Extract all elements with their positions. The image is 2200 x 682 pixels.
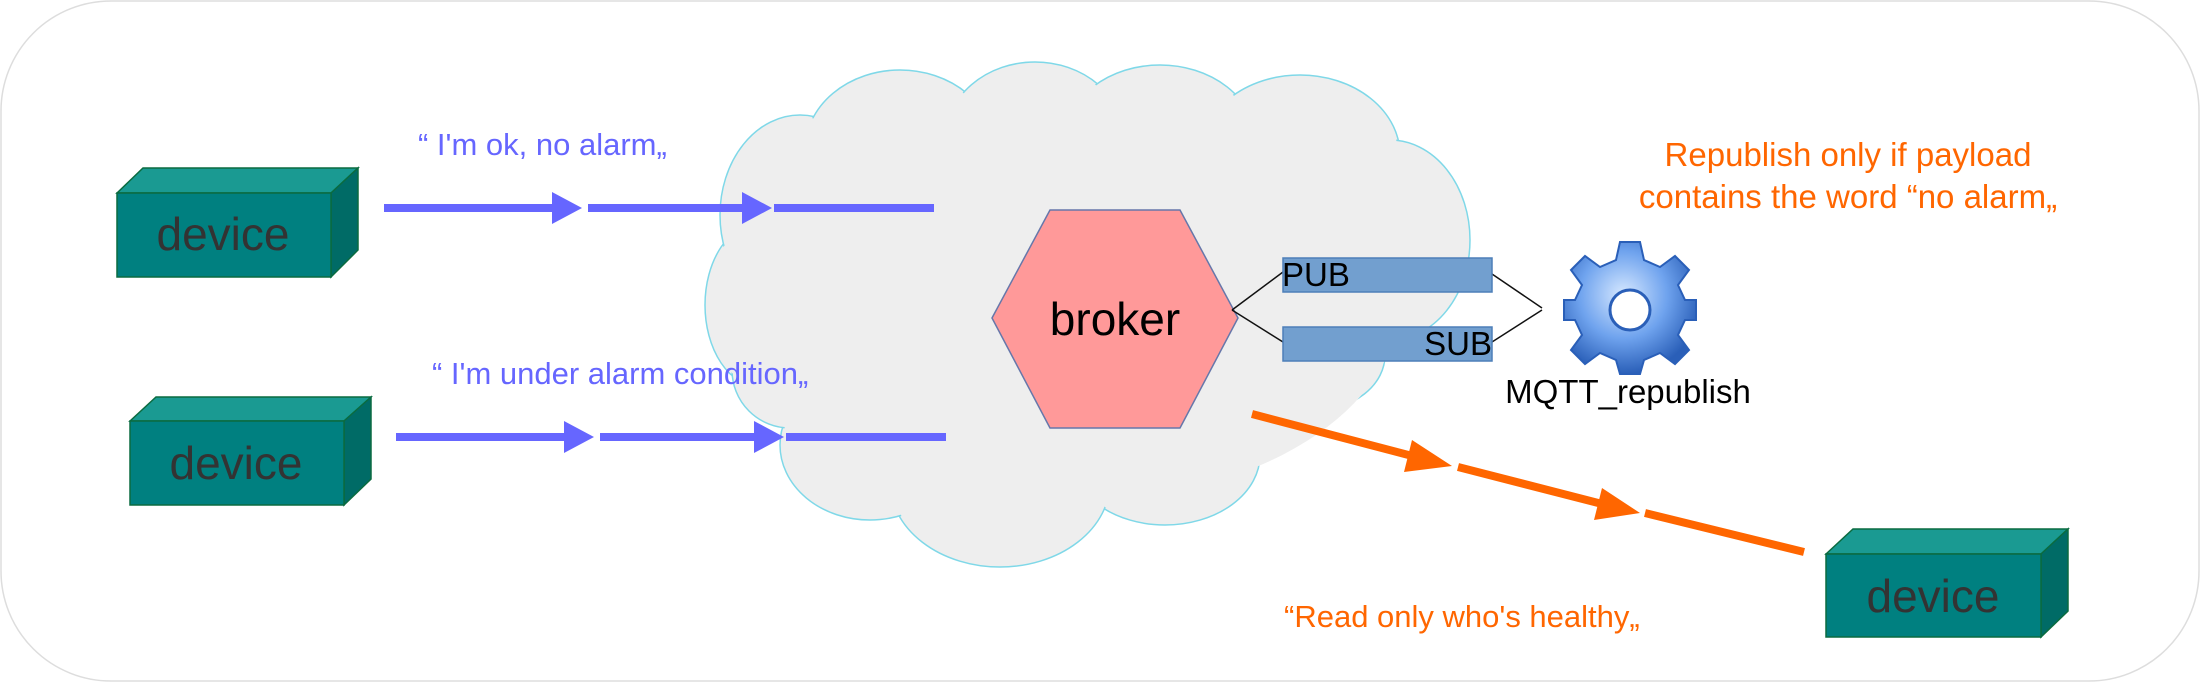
arrow-device2-to-broker <box>396 421 946 453</box>
sub-label: SUB <box>1424 325 1492 362</box>
device-box-1 <box>115 166 360 279</box>
sub-queue <box>1282 326 1493 362</box>
broker-node <box>991 209 1239 429</box>
gear-icon <box>1563 241 1697 375</box>
pub-queue <box>1282 257 1493 293</box>
message-ok: “ I'm ok, no alarm„ <box>418 127 667 162</box>
arrow-broker-to-device3 <box>1250 410 1805 556</box>
rule-line-2: contains the word “no alarm„ <box>1639 178 2057 215</box>
device-label-1: device <box>157 208 290 260</box>
rule-line-1: Republish only if payload <box>1665 136 2032 173</box>
device-label-3: device <box>1867 570 2000 622</box>
device-label-2: device <box>170 437 303 489</box>
message-alarm: “ I'm under alarm condition„ <box>432 356 808 391</box>
pub-label: PUB <box>1282 256 1350 293</box>
arrow-device1-to-broker <box>384 192 934 224</box>
broker-label: broker <box>1050 293 1180 345</box>
device-box-3 <box>1824 527 2070 639</box>
message-read: “Read only who's healthy„ <box>1284 599 1640 634</box>
gear-label: MQTT_republish <box>1505 373 1751 410</box>
device-box-2 <box>128 395 373 507</box>
broker-queue-connectors <box>1231 271 1543 343</box>
